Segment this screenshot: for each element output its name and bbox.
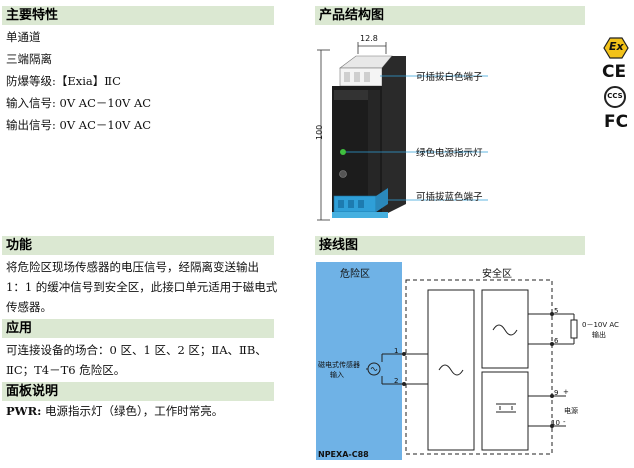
panel-text: PWR: 电源指示灯（绿色），工作时常亮。 <box>6 401 278 421</box>
feature-line: 单通道 <box>6 30 41 44</box>
feature-line: 防爆等级:【Exia】ⅡC <box>6 74 121 88</box>
safe-area-label: 安全区 <box>482 269 512 280</box>
panel-header: 面板说明 <box>2 382 274 401</box>
callout-blue-terminal: 可插拔蓝色端子 <box>416 192 483 203</box>
terminal-9: 9 <box>554 389 559 397</box>
features-header: 主要特性 <box>2 6 274 25</box>
function-header: 功能 <box>2 236 274 255</box>
wiring-header: 接线图 <box>315 236 585 255</box>
hazard-area <box>316 262 402 460</box>
pwr-description: 电源指示灯（绿色），工作时常亮。 <box>45 404 224 418</box>
hazard-area-label: 危险区 <box>340 269 370 280</box>
wiring-diagram <box>366 279 578 455</box>
terminal-1: 1 <box>394 347 399 355</box>
model-label: NPEXA-C88 <box>318 450 369 459</box>
power-label: 电源 <box>564 407 578 415</box>
product-structure-figure <box>317 42 488 221</box>
dim-width-label: 12.8 <box>360 34 378 43</box>
fc-mark-icon: FC <box>604 112 629 132</box>
function-text: 将危险区现场传感器的电压信号，经隔离变送输出 1：1 的缓冲信号到安全区，此接口… <box>6 260 278 314</box>
structure-header: 产品结构图 <box>315 6 585 25</box>
callout-white-terminal: 可插拔白色端子 <box>416 72 483 83</box>
terminal-10: 10 <box>551 419 560 427</box>
terminal-9-plus: + <box>563 388 569 396</box>
terminal-6: 6 <box>554 337 559 345</box>
output-label-line1: 0－10V AC <box>582 321 619 329</box>
ccs-mark-icon: CCS <box>604 86 626 108</box>
application-header: 应用 <box>2 319 274 338</box>
callout-green-led: 绿色电源指示灯 <box>416 148 483 159</box>
terminal-5: 5 <box>554 307 559 315</box>
ex-mark-icon: Ex <box>603 37 629 59</box>
terminal-10-minus: - <box>563 418 566 426</box>
feature-line: 输入信号: 0V AC－10V AC <box>6 96 152 110</box>
output-label-line2: 输出 <box>592 331 606 339</box>
sensor-label-line1: 磁电式传感器 <box>318 361 360 369</box>
application-text: 可连接设备的场合：0 区、1 区、2 区；ⅡA、ⅡB、ⅡC；T4－T6 危险区。 <box>6 343 267 377</box>
terminal-2: 2 <box>394 377 399 385</box>
feature-line: 输出信号: 0V AC－10V AC <box>6 118 152 132</box>
dim-height-label: 100 <box>315 124 324 140</box>
feature-line: 三端隔离 <box>6 52 52 66</box>
pwr-label: PWR: <box>6 404 42 418</box>
sensor-label-line2: 输入 <box>330 371 344 379</box>
ce-mark-icon: CE <box>602 62 627 82</box>
